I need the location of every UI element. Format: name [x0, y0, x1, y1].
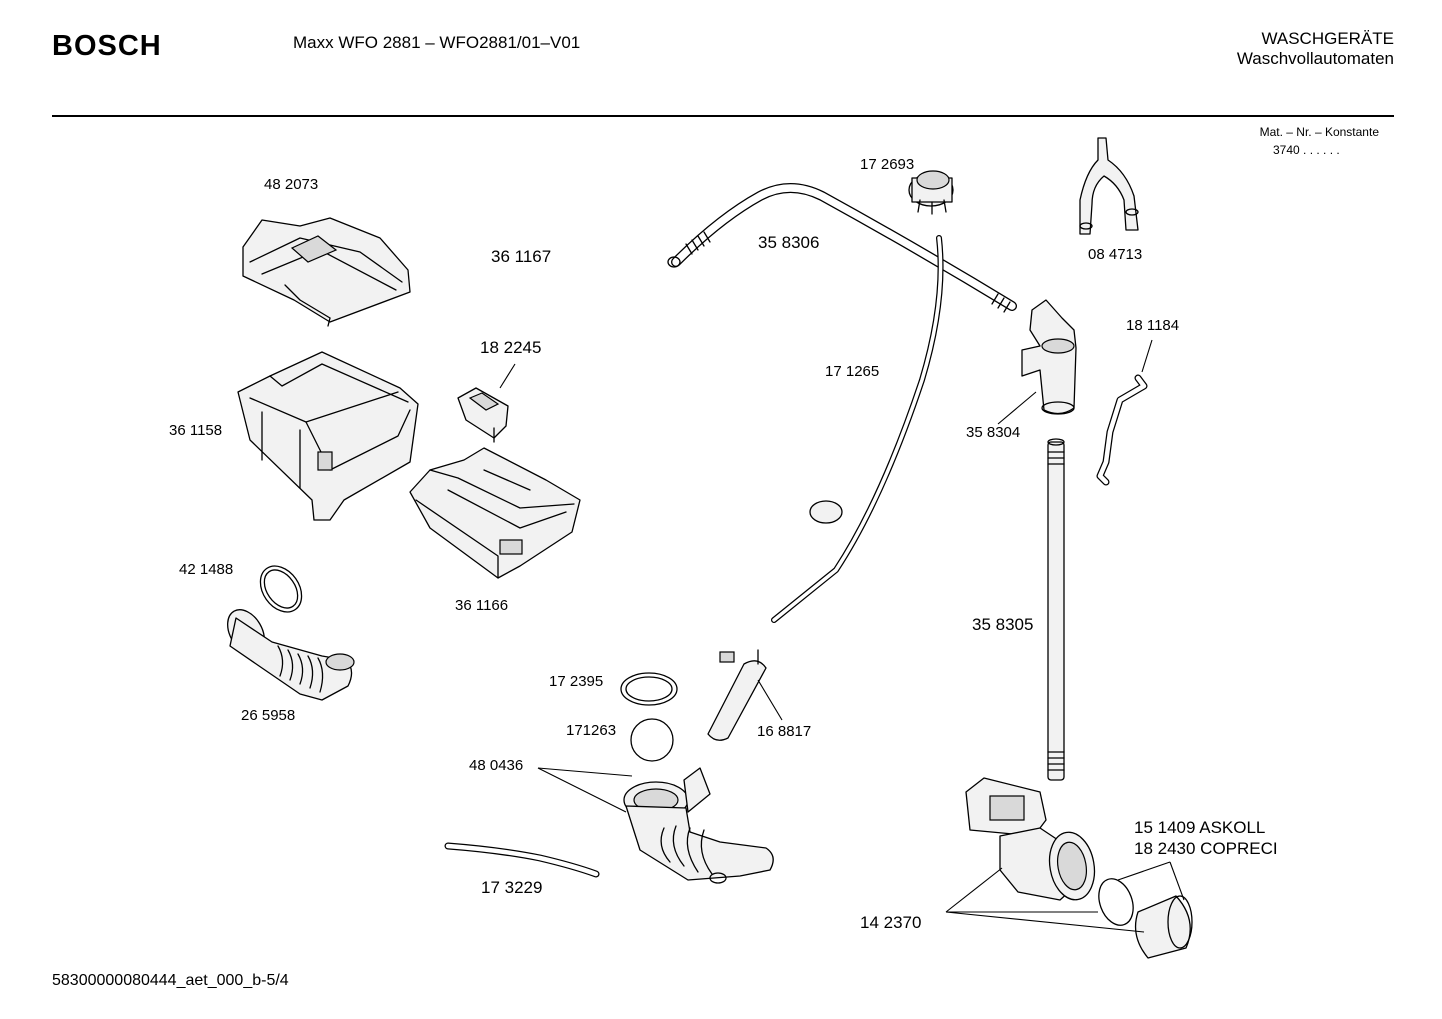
brand-logo: BOSCH	[52, 30, 162, 62]
label-168817: 16 8817	[757, 723, 812, 740]
mat-number-value: 3740 . . . . . .	[1273, 143, 1340, 157]
part-172693-pressure-switch[interactable]	[908, 170, 954, 215]
label-172693: 17 2693	[860, 156, 915, 173]
label-182245: 18 2245	[480, 338, 542, 357]
label-421488: 42 1488	[179, 561, 234, 578]
label-265958: 26 5958	[241, 707, 296, 724]
label-361158: 36 1158	[169, 422, 223, 439]
part-171265-pressure-hose[interactable]	[771, 235, 944, 623]
label-172395: 17 2395	[549, 673, 604, 690]
mat-number-label: Mat. – Nr. – Konstante	[1259, 125, 1379, 139]
document-id: 58300000080444_aet_000_b-5/4	[52, 972, 289, 989]
part-pump-assembly[interactable]	[965, 777, 1193, 959]
part-361167-hose[interactable]	[395, 217, 463, 309]
label-361166: 36 1166	[455, 597, 509, 614]
label-358304: 35 8304	[966, 424, 1021, 441]
header-divider	[52, 115, 1394, 117]
label-182430-copreci: 18 2430 COPRECI	[1134, 839, 1278, 858]
part-358305-vertical-hose[interactable]	[1047, 438, 1065, 781]
part-265958-bellows-hose[interactable]	[220, 603, 355, 701]
label-151409-askoll: 15 1409 ASKOLL	[1134, 818, 1266, 837]
part-173229-thin-hose[interactable]	[444, 842, 600, 878]
part-421488-seal-ring[interactable]	[252, 558, 310, 620]
part-482073-dispenser-plate[interactable]	[242, 217, 411, 327]
part-084713-y-bracket[interactable]	[1079, 137, 1139, 235]
part-358304-air-chamber[interactable]	[1021, 299, 1077, 415]
label-173229: 17 3229	[481, 878, 543, 897]
label-480436: 48 0436	[469, 757, 524, 774]
part-361158-dispenser-housing[interactable]	[237, 351, 419, 521]
label-142370: 14 2370	[860, 913, 922, 932]
label-361167: 36 1167	[491, 247, 552, 266]
category-title: WASCHGERÄTE	[1261, 29, 1394, 48]
part-182245-clip[interactable]	[457, 387, 509, 443]
label-084713: 08 4713	[1088, 246, 1143, 263]
label-482073: 48 2073	[264, 176, 319, 193]
category-subtitle: Waschvollautomaten	[1236, 49, 1394, 68]
label-171265: 17 1265	[825, 363, 880, 380]
label-171263: 171263	[566, 722, 617, 739]
part-172395-o-ring[interactable]	[620, 672, 678, 706]
model-title: Maxx WFO 2881 – WFO2881/01–V01	[293, 33, 581, 52]
label-181184: 18 1184	[1126, 317, 1180, 334]
label-358305: 35 8305	[972, 615, 1034, 634]
part-168817-sensor[interactable]	[707, 649, 767, 741]
part-361166-detergent-drawer[interactable]	[409, 447, 581, 579]
part-171263-ball[interactable]	[630, 718, 674, 762]
part-181184-pipe[interactable]	[1096, 374, 1148, 486]
part-358306-long-hose[interactable]	[667, 183, 1017, 313]
label-358306: 35 8306	[758, 233, 820, 252]
part-480436-sump-hose[interactable]	[623, 767, 774, 884]
